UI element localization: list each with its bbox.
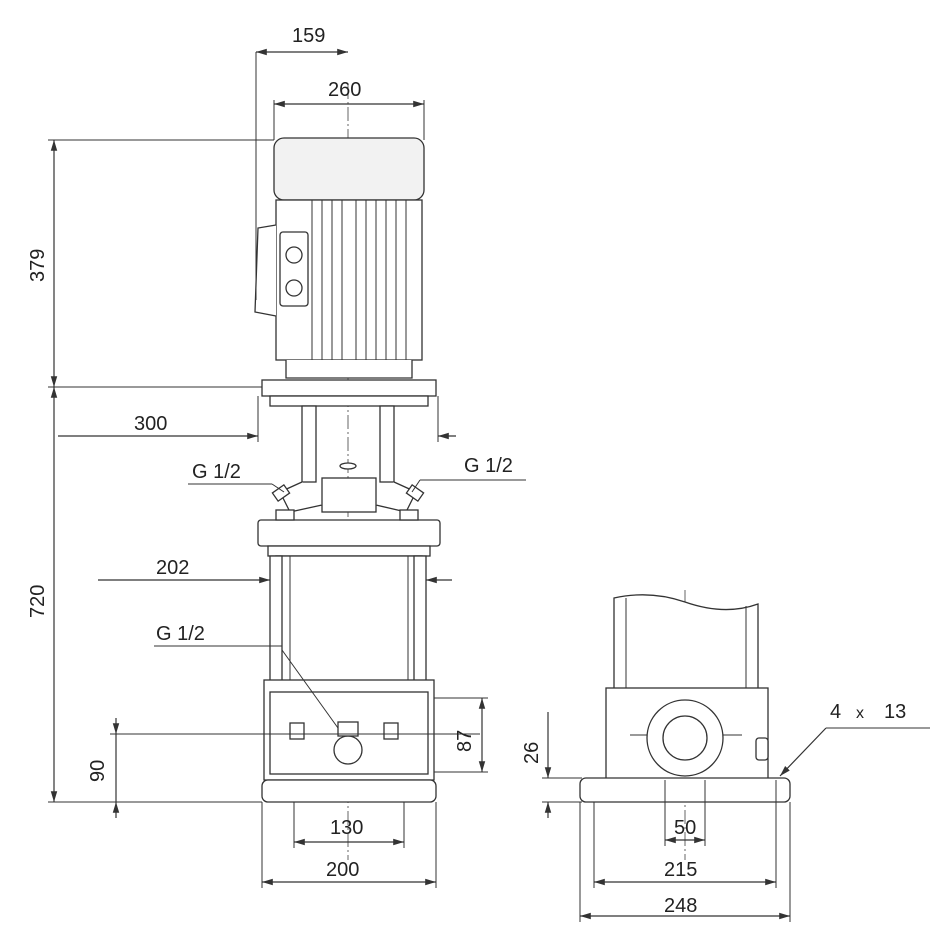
- port-bore-icon: [662, 715, 708, 761]
- thread-label-left: G 1/2: [192, 461, 241, 483]
- holes-times: x: [856, 705, 864, 722]
- dimension-labels: 159 260 379 300 720 202 90 87 130 200 26…: [27, 25, 906, 917]
- dim-379: 379: [27, 249, 49, 282]
- drain-plug-icon: [333, 735, 363, 765]
- cable-gland-icon: [285, 279, 303, 297]
- side-base-plate: [579, 777, 791, 803]
- holes-diameter: 13: [884, 701, 906, 723]
- dim-200: 200: [326, 859, 359, 881]
- thread-label-lower: G 1/2: [156, 623, 205, 645]
- dim-159: 159: [292, 25, 325, 47]
- dim-720: 720: [27, 585, 49, 618]
- motor-flange: [261, 379, 437, 397]
- motor-cap: [273, 137, 425, 201]
- dimension-lines: [48, 48, 930, 922]
- dim-50: 50: [674, 817, 696, 839]
- side-view: [579, 590, 791, 860]
- base-plate: [261, 779, 437, 803]
- cable-gland-icon: [285, 246, 303, 264]
- pump-base: [263, 649, 435, 781]
- dim-90: 90: [87, 760, 109, 782]
- dim-130: 130: [330, 817, 363, 839]
- dim-215: 215: [664, 859, 697, 881]
- dim-260: 260: [328, 79, 361, 101]
- pump-sleeve: [269, 555, 427, 777]
- pump-head: [257, 509, 441, 557]
- dim-87: 87: [454, 730, 476, 752]
- front-view: [254, 85, 441, 860]
- coupling-guard: [279, 405, 417, 513]
- dim-202: 202: [156, 557, 189, 579]
- dim-26: 26: [521, 742, 543, 764]
- dim-248: 248: [664, 895, 697, 917]
- dim-300: 300: [134, 413, 167, 435]
- holes-count: 4: [830, 701, 841, 723]
- vent-plug-icon: [271, 483, 425, 503]
- thread-label-right: G 1/2: [464, 455, 513, 477]
- terminal-box: [254, 224, 309, 317]
